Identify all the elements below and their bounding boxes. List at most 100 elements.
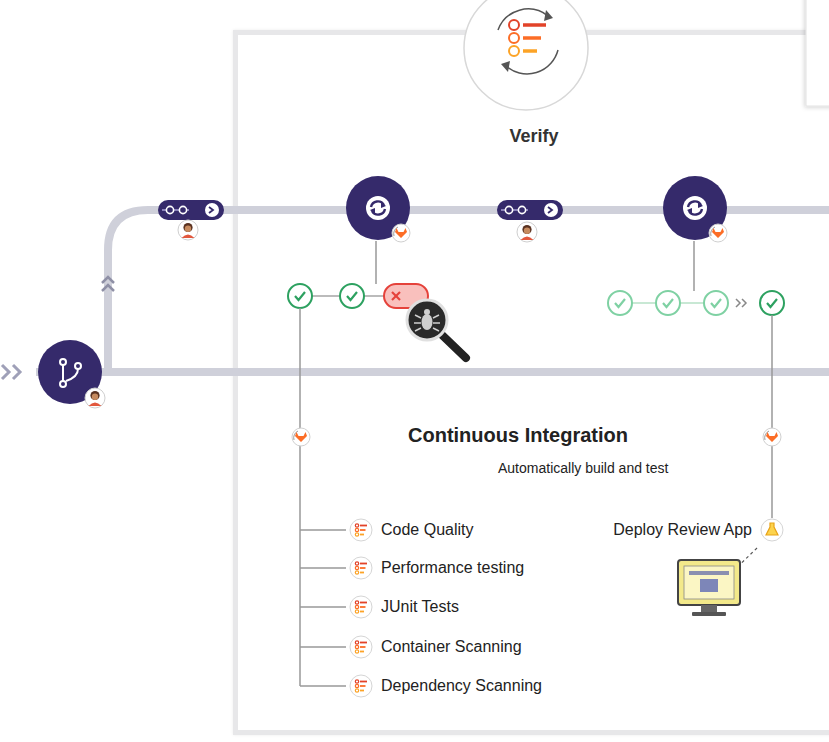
job-item: Code Quality [349,518,474,542]
list-dot [355,689,358,692]
cycle-arc [506,50,558,74]
branch-icon [62,365,64,381]
passed-check [608,291,632,315]
deploy-icon [760,518,784,542]
list-dot [355,562,358,565]
list-line [360,602,367,604]
branch-icon [60,359,66,365]
cycle-arrow [544,10,553,21]
bug-head [424,309,430,315]
monitor-base [692,612,726,616]
list-line [360,690,364,692]
gitlab-badge [292,428,310,446]
failed-mark [392,292,400,300]
list-dot [355,566,358,569]
list-dot [355,571,358,574]
job-item: Performance testing [349,556,524,580]
bug-body [422,314,433,330]
screen-header [689,571,729,575]
flow-chevron [13,365,20,379]
icon-ring [350,596,372,618]
monitor-stand [701,605,717,612]
flow-chevron [102,285,114,291]
list-line [360,572,364,574]
branch-icon [75,363,81,369]
avatar-icon [517,222,537,242]
job-link [364,295,384,297]
checklist-dot [509,46,519,56]
list-dot [355,650,358,653]
icon-ring [350,519,372,541]
job-icon [349,595,373,619]
list-dot [355,645,358,648]
section-heading: Continuous Integration [408,424,628,447]
list-dot [355,524,358,527]
gitlab-badge [763,428,781,446]
next-stage-box [806,0,829,106]
stage-title: Verify [509,126,558,147]
list-line [360,529,366,531]
checklist-line [523,49,537,53]
branch-circle [38,340,102,404]
list-dot [355,684,358,687]
job-label: JUnit Tests [381,598,459,616]
tree-trunk [299,308,301,686]
checklist-line [523,23,546,27]
passed-check [288,284,312,308]
checklist-dot [509,33,519,43]
tree-branch [300,606,346,608]
list-dot [355,605,358,608]
job-link [312,295,340,297]
feature-branch-track [108,210,829,372]
flask-icon [766,523,778,535]
pipeline-circle [346,176,410,240]
deploy-arrow [727,548,757,577]
checklist-line [523,36,541,40]
monitor-screen [684,566,734,599]
tree-trunk [771,315,773,518]
flow-chevron [742,299,746,307]
avatar-icon [178,220,198,240]
job-item: JUnit Tests [349,595,459,619]
passed-check [760,291,784,315]
list-line [360,646,366,648]
job-icon [349,556,373,580]
tree-branch [300,646,346,648]
job-icon [349,635,373,659]
commit-pill [158,200,224,220]
job-link [680,302,704,304]
magnifier-handle [441,334,466,358]
job-icon [349,518,373,542]
passed-check [656,291,680,315]
list-line [360,525,367,527]
gitlab-badge [392,224,410,242]
avatar-icon [85,388,105,408]
main-branch-track [36,368,829,376]
section-subtitle: Automatically build and test [498,460,668,476]
list-dot [355,680,358,683]
list-line [360,642,367,644]
list-line [360,611,364,613]
tree-branch [300,529,346,531]
magnifier-lens [407,300,447,340]
list-dot [355,641,358,644]
list-dot [355,610,358,613]
job-label: Deploy Review App [613,521,752,539]
icon-ring [350,557,372,579]
screen-block [700,579,718,592]
cycle-arrow [501,61,510,72]
stage-icon-circle [464,0,588,110]
gitlab-badge [709,224,727,242]
list-line [360,563,367,565]
job-label: Container Scanning [381,638,522,656]
pipeline-circle [663,176,727,240]
tree-branch [300,685,346,687]
job-icon [349,674,373,698]
job-item: Deploy Review App [613,518,784,542]
flow-chevron [102,277,114,283]
flow-chevron [736,299,740,307]
list-dot [355,528,358,531]
tree-branch [300,567,346,569]
